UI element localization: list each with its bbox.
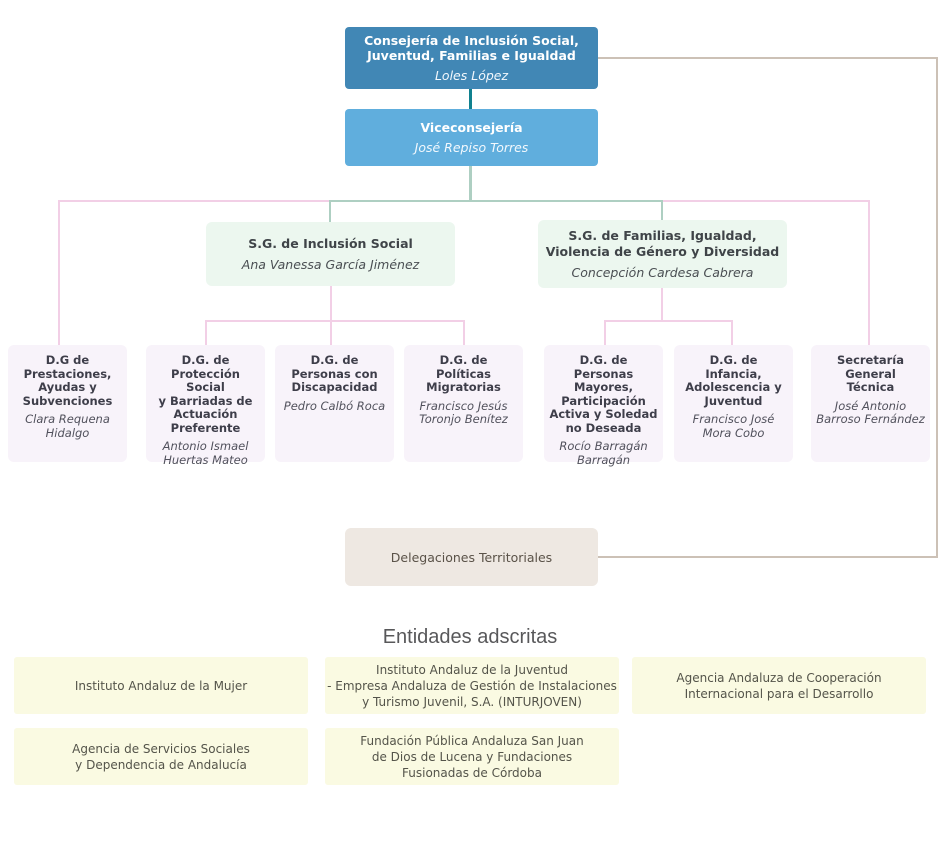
connector-drop-dg4: [463, 320, 465, 345]
connector-deleg-bottom: [598, 556, 938, 558]
dg-personas-mayores-box: D.G. de Personas Mayores, Participación …: [544, 345, 663, 466]
entidades-heading: Entidades adscritas: [382, 626, 558, 648]
connector-drop-sgt: [868, 200, 870, 345]
sg-title: S.G. de Familias, Igualdad, Violencia de…: [545, 228, 780, 259]
connector-rail1-right: [663, 200, 870, 202]
sg-name: Ana Vanessa García Jiménez: [241, 257, 420, 272]
sg-name: Concepción Cardesa Cabrera: [571, 265, 754, 280]
delegaciones-label: Delegaciones Territoriales: [390, 549, 553, 565]
connector-deleg-top: [598, 57, 938, 59]
consejeria-name: Loles López: [434, 68, 509, 83]
sg-title: S.G. de Inclusión Social: [248, 236, 413, 251]
dg-title: D.G. de Infancia, Adolescencia y Juventu…: [685, 353, 782, 408]
entidad-label: Instituto Andaluz de la Mujer: [74, 678, 248, 693]
consejeria-box: Consejería de Inclusión Social, Juventud…: [345, 27, 598, 89]
entidad-aacid-box: Agencia Andaluza de Cooperación Internac…: [632, 657, 926, 714]
entidad-iaj-box: Instituto Andaluz de la Juventud - Empre…: [325, 657, 619, 714]
dg-title: D.G. de Personas con Discapacidad: [291, 353, 378, 394]
dg-name: José Antonio Barroso Fernández: [816, 398, 925, 426]
connector-vice-down: [469, 166, 472, 202]
secretaria-general-tecnica-box: Secretaría General Técnica José Antonio …: [811, 345, 930, 462]
dg-name: Antonio Ismael Huertas Mateo: [162, 439, 249, 467]
dg-title: D.G. de Personas Mayores, Participación …: [549, 353, 658, 435]
dg-name: Rocío Barragán Barragán: [559, 439, 648, 467]
dg-title: D.G. de Políticas Migratorias: [426, 353, 501, 394]
connector-drop-dg1: [58, 200, 60, 345]
connector-drop-dg2: [205, 320, 207, 345]
dg-infancia-box: D.G. de Infancia, Adolescencia y Juventu…: [674, 345, 793, 462]
dg-title: D.G. de Protección Social y Barriadas de…: [158, 353, 253, 435]
sg-inclusion-social-box: S.G. de Inclusión Social Ana Vanessa Gar…: [206, 222, 455, 286]
connector-sg1-down: [330, 286, 332, 345]
connector-drop-dg6: [731, 320, 733, 345]
connector-deleg-right: [936, 57, 938, 558]
entidad-assda-box: Agencia de Servicios Sociales y Dependen…: [14, 728, 308, 785]
connector-rail1-left: [58, 200, 330, 202]
viceconsejeria-box: Viceconsejería José Repiso Torres: [345, 109, 598, 166]
entidad-label: Agencia Andaluza de Cooperación Internac…: [676, 670, 882, 701]
connector-drop-sg2: [661, 200, 663, 220]
dg-name: Francisco José Mora Cobo: [692, 412, 775, 440]
dg-discapacidad-box: D.G. de Personas con Discapacidad Pedro …: [275, 345, 394, 462]
delegaciones-territoriales-box: Delegaciones Territoriales: [345, 528, 598, 586]
sg-familias-igualdad-box: S.G. de Familias, Igualdad, Violencia de…: [538, 220, 787, 288]
dg-title: D.G de Prestaciones, Ayudas y Subvencion…: [22, 353, 113, 408]
connector-drop-sg1: [329, 200, 331, 222]
dg-name: Francisco Jesús Toronjo Benítez: [419, 398, 508, 426]
dg-name: Pedro Calbó Roca: [283, 398, 386, 413]
connector-consejeria-vice: [469, 89, 472, 109]
dg-name: Clara Requena Hidalgo: [25, 412, 110, 440]
connector-rail2-right: [604, 320, 733, 322]
entidad-fundacion-box: Fundación Pública Andaluza San Juan de D…: [325, 728, 619, 785]
dg-politicas-migratorias-box: D.G. de Políticas Migratorias Francisco …: [404, 345, 523, 462]
connector-sg2-down: [661, 288, 663, 321]
viceconsejeria-name: José Repiso Torres: [414, 140, 529, 155]
entidad-label: Agencia de Servicios Sociales y Dependen…: [72, 741, 250, 772]
entidad-iam-box: Instituto Andaluz de la Mujer: [14, 657, 308, 714]
dg-prestaciones-box: D.G de Prestaciones, Ayudas y Subvencion…: [8, 345, 127, 462]
dg-title: Secretaría General Técnica: [836, 353, 904, 394]
entidad-label: Fundación Pública Andaluza San Juan de D…: [360, 733, 584, 780]
connector-rail1-middle: [330, 200, 663, 202]
connector-rail2-left: [205, 320, 465, 322]
dg-proteccion-social-box: D.G. de Protección Social y Barriadas de…: [146, 345, 265, 466]
connector-drop-dg5: [604, 320, 606, 345]
viceconsejeria-title: Viceconsejería: [420, 120, 523, 135]
entidad-label: Instituto Andaluz de la Juventud - Empre…: [327, 662, 617, 709]
consejeria-title: Consejería de Inclusión Social, Juventud…: [364, 33, 579, 63]
